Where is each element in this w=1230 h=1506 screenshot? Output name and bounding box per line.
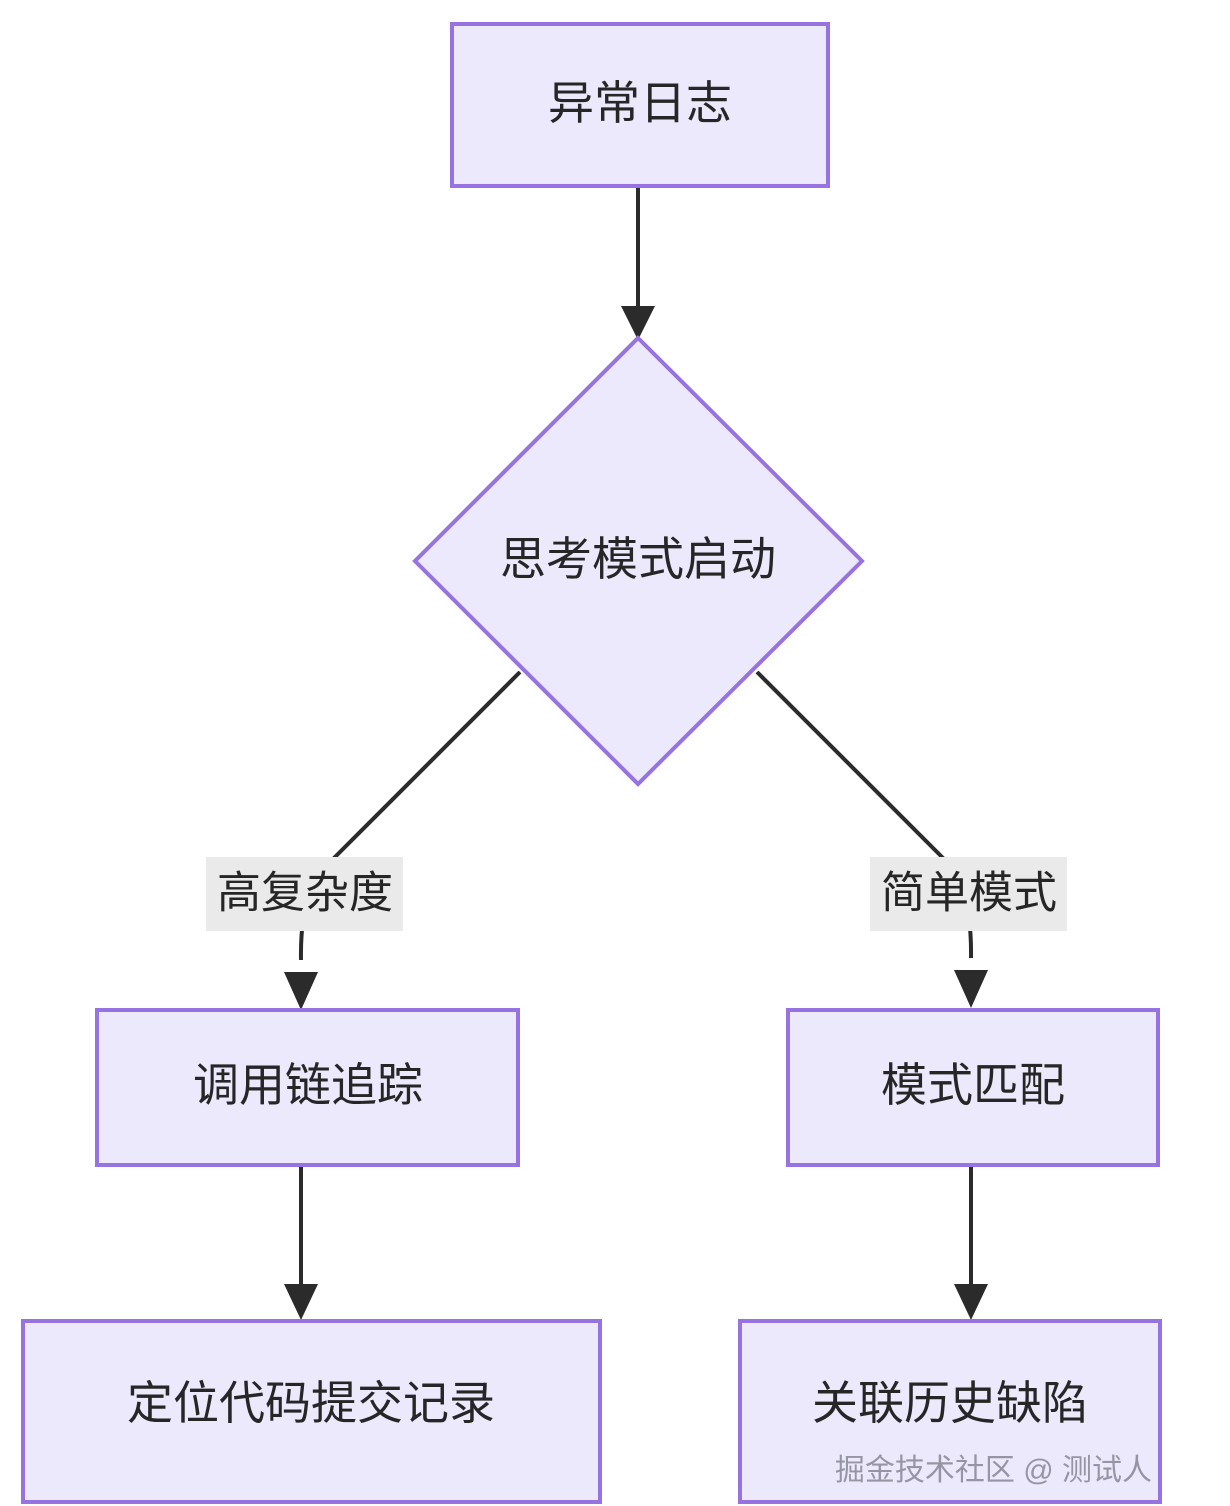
node-box — [786, 1008, 1160, 1167]
edge-thinking-mode-to-call-chain-tracing — [284, 670, 522, 1010]
node-thinking-mode-start[interactable]: 思考模式启动 — [412, 335, 865, 787]
node-box — [21, 1319, 602, 1504]
node-locate-code-commit-records[interactable]: 定位代码提交记录 — [21, 1319, 602, 1504]
node-diamond — [412, 335, 865, 787]
node-label: 定位代码提交记录 — [127, 1377, 495, 1429]
edge-label-high-complexity: 高复杂度 — [206, 857, 403, 931]
edge-label-background — [206, 857, 403, 931]
arrowhead-icon — [284, 972, 318, 1010]
edge-thinking-mode-to-pattern-matching — [755, 670, 988, 1008]
node-box — [450, 22, 830, 188]
edge-pattern-matching-to-historical-defects — [954, 1166, 988, 1320]
arrowhead-icon — [621, 306, 655, 340]
edge-label-text: 高复杂度 — [217, 869, 393, 918]
node-label: 思考模式启动 — [500, 533, 776, 585]
edge-label-simple-mode: 简单模式 — [870, 857, 1067, 931]
node-call-chain-tracing[interactable]: 调用链追踪 — [95, 1008, 520, 1167]
edge-exception-log-to-thinking-mode — [621, 188, 655, 340]
watermark: 掘金技术社区 @ 测试人 — [835, 1454, 1152, 1487]
arrowhead-icon — [954, 1284, 988, 1320]
arrowhead-icon — [954, 970, 988, 1008]
arrowhead-icon — [284, 1284, 318, 1320]
node-box — [738, 1319, 1162, 1504]
edge-label-background — [870, 857, 1067, 931]
edge-label-text: 简单模式 — [881, 869, 1057, 918]
node-label: 模式匹配 — [881, 1059, 1065, 1111]
node-label: 调用链追踪 — [193, 1059, 423, 1111]
node-label: 异常日志 — [548, 77, 732, 129]
node-correlate-historical-defects[interactable]: 关联历史缺陷 — [738, 1319, 1162, 1504]
node-label: 关联历史缺陷 — [812, 1377, 1088, 1429]
node-box — [95, 1008, 520, 1167]
node-exception-log[interactable]: 异常日志 — [450, 22, 830, 188]
node-pattern-matching[interactable]: 模式匹配 — [786, 1008, 1160, 1167]
edge-call-chain-tracing-to-locate-commit — [284, 1166, 318, 1320]
